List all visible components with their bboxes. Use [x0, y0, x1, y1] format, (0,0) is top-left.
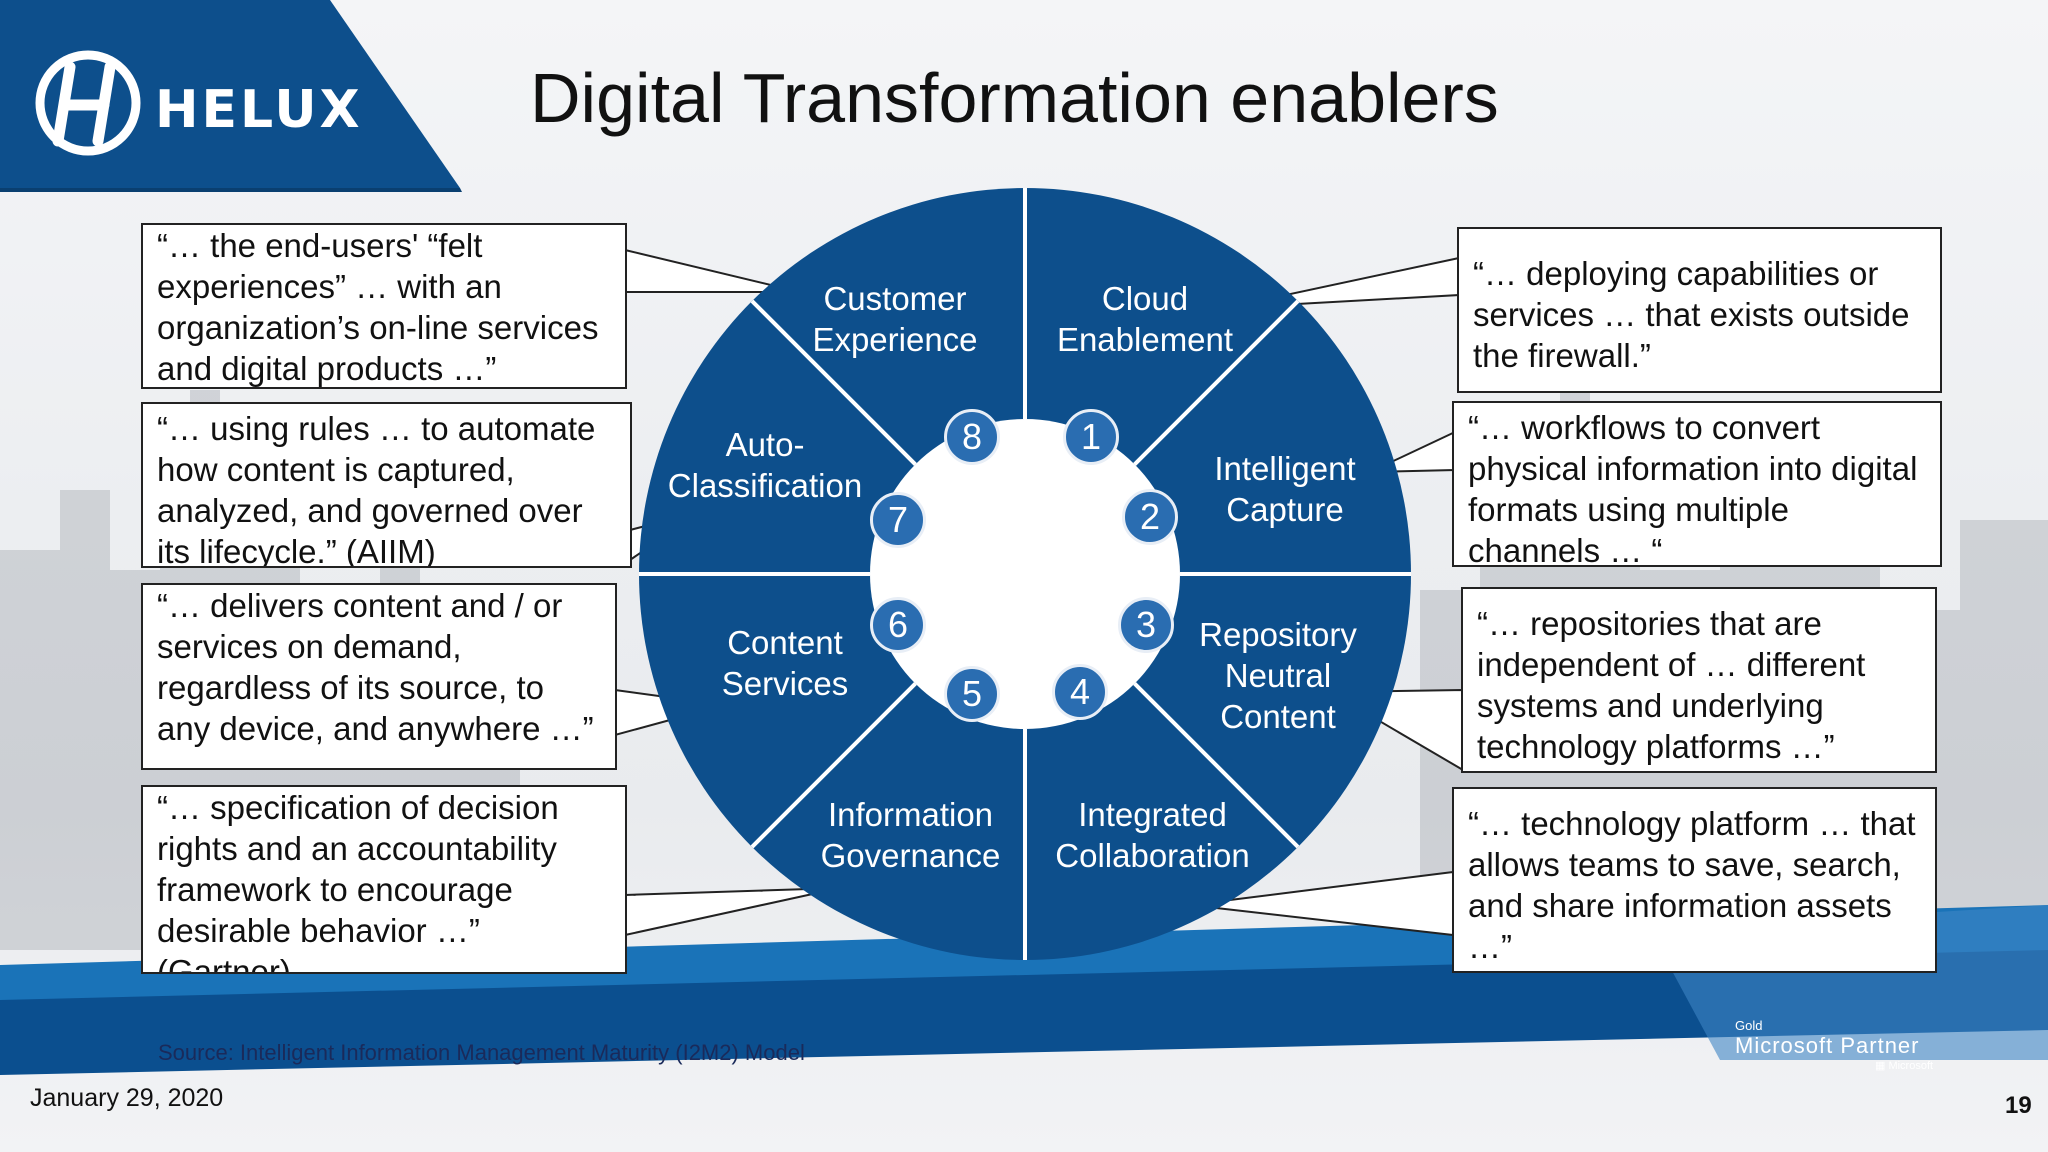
badge-number: 2 — [1122, 489, 1178, 545]
segment-label-line: Content — [1220, 698, 1336, 735]
segment-label-line: Enablement — [1056, 321, 1234, 358]
badge-number: 1 — [1063, 409, 1119, 465]
segment-label-line: Services — [721, 665, 849, 702]
segment-label-line: Information — [827, 796, 994, 833]
wheel-divider — [1133, 299, 1300, 466]
slide-date: January 29, 2020 — [30, 1084, 224, 1112]
callout-auto-classification: “… using rules … to automate how content… — [141, 402, 632, 568]
wheel-divider — [750, 299, 917, 466]
badge-number: 3 — [1118, 597, 1174, 653]
microsoft-logo-icon: ▦ — [1875, 1060, 1889, 1072]
segment-label-line: Intelligent — [1214, 450, 1356, 487]
badge-number: 8 — [944, 409, 1000, 465]
helux-logo-icon — [35, 50, 141, 156]
microsoft-partner-badge: Gold Microsoft Partner ▦ Microsoft — [1735, 1018, 1933, 1072]
partner-label: Microsoft Partner — [1735, 1033, 1920, 1058]
wheel-divider — [1133, 682, 1300, 849]
callout-cloud-enablement: “… deploying capabilities or services … … — [1457, 227, 1942, 393]
segment-label-line: Capture — [1226, 491, 1344, 528]
segment-label-line: Auto- — [725, 426, 805, 463]
badge-number: 6 — [870, 597, 926, 653]
segment-label-line: Governance — [820, 837, 1001, 874]
callout-customer-experience: “… the end-users' “felt experiences” … w… — [141, 223, 627, 389]
page-number: 19 — [2005, 1092, 2032, 1119]
segment-label-line: Neutral — [1224, 657, 1332, 694]
segment-label-line: Classification — [667, 467, 863, 504]
badge-number: 5 — [944, 666, 1000, 722]
callout-intelligent-capture: “… workflows to convert physical informa… — [1452, 401, 1942, 567]
segment-label-line: Cloud — [1101, 280, 1189, 317]
callout-information-governance: “… specification of decision rights and … — [141, 785, 627, 974]
segment-label-auto-classification: Auto- Classification — [655, 424, 875, 506]
partner-tier: Gold — [1735, 1018, 1763, 1033]
segment-label-line: Repository — [1199, 616, 1357, 653]
page-title: Digital Transformation enablers — [530, 59, 1499, 137]
wheel-divider — [750, 682, 917, 849]
partner-brand: Microsoft — [1888, 1060, 1934, 1072]
segment-label-line: Customer — [823, 280, 967, 317]
badge-number: 4 — [1052, 664, 1108, 720]
segment-label-line: Collaboration — [1055, 837, 1250, 874]
segment-label-line: Integrated — [1078, 796, 1227, 833]
segment-label-line: Content — [727, 624, 843, 661]
source-note: Source: Intelligent Information Manageme… — [158, 1040, 805, 1065]
segment-label-line: Experience — [812, 321, 978, 358]
badge-number: 7 — [870, 492, 926, 548]
callout-repository-neutral: “… repositories that are independent of … — [1461, 587, 1937, 773]
brand-name: HELUX — [155, 80, 363, 140]
callout-content-services: “… delivers content and / or services on… — [141, 583, 617, 770]
callout-integrated-collaboration: “… technology platform … that allows tea… — [1452, 787, 1937, 973]
wheel-hub — [870, 419, 1180, 729]
